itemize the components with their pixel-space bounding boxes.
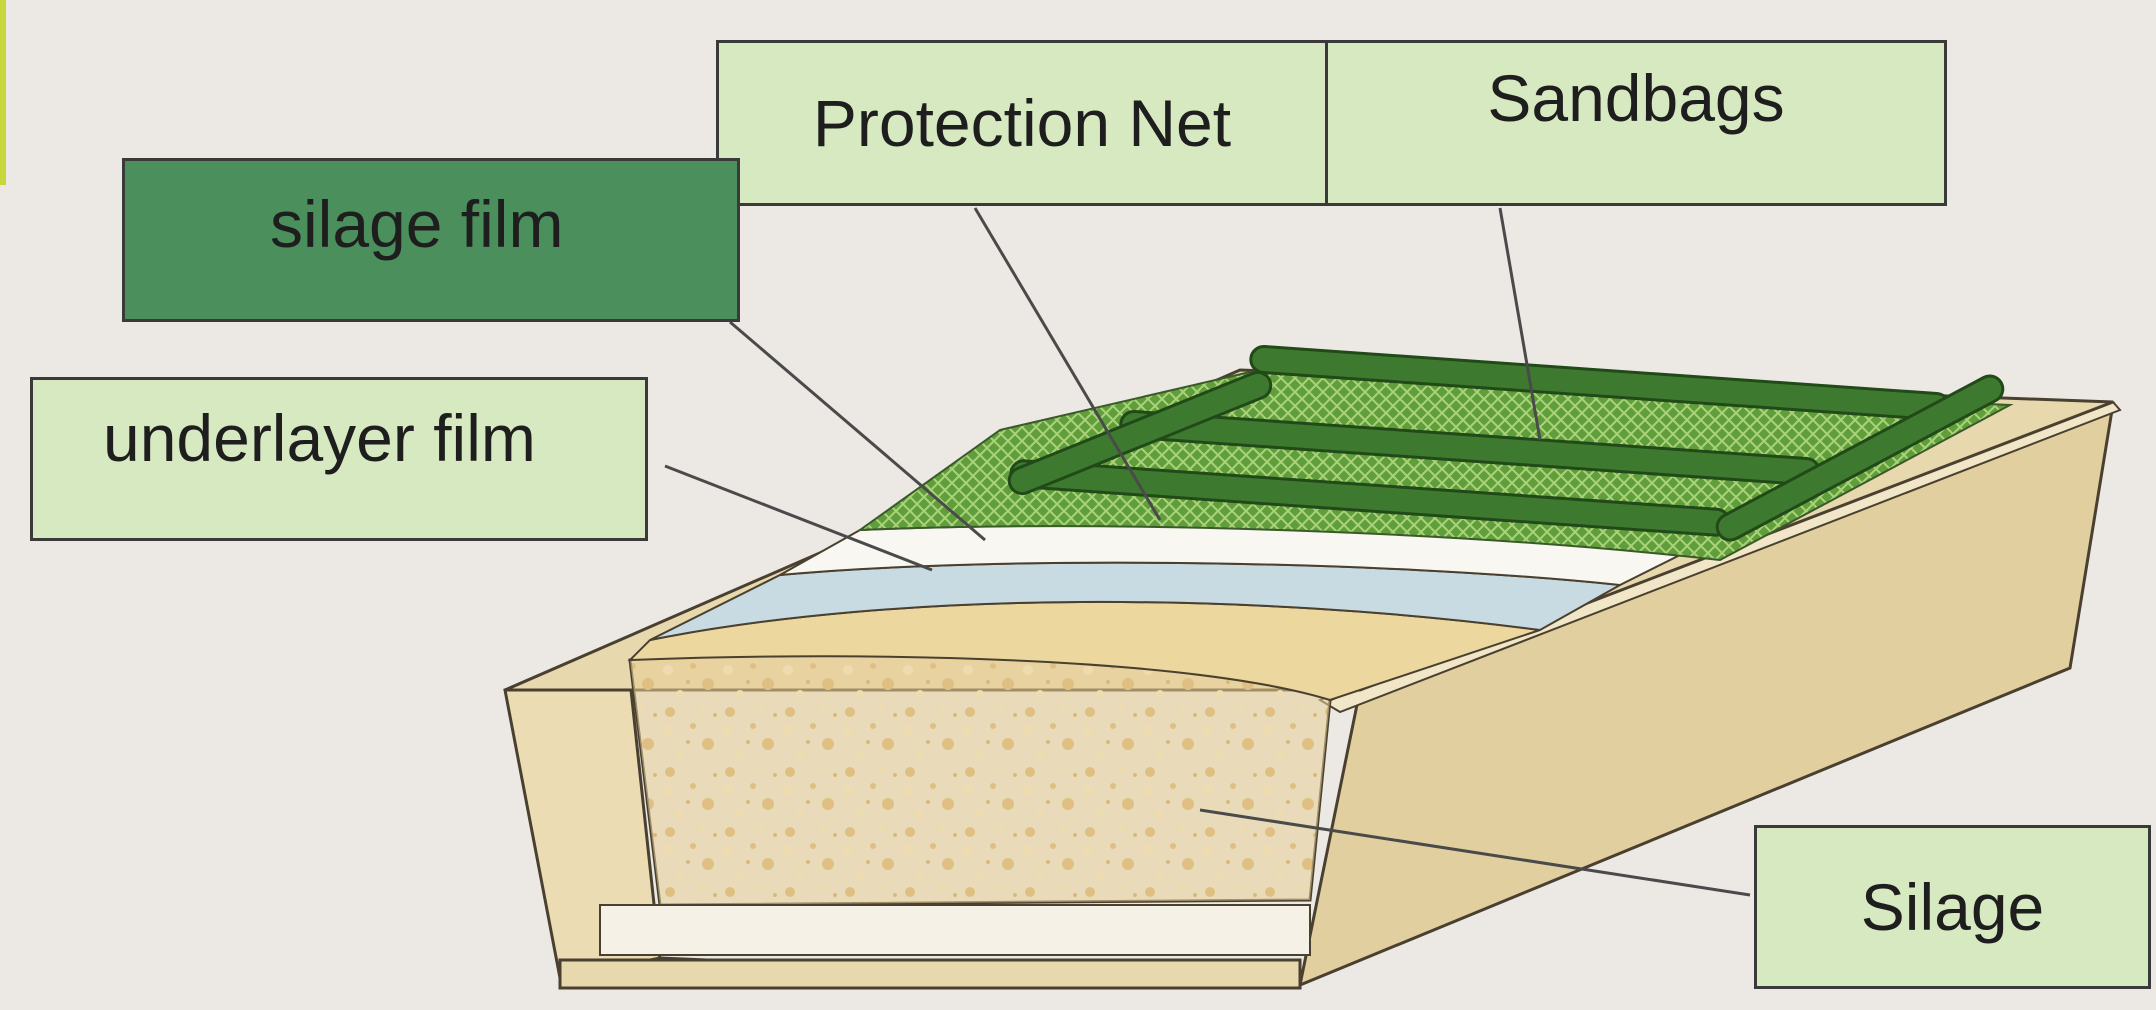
leader-silage-film xyxy=(729,320,986,542)
sandbags-text: Sandbags xyxy=(1487,61,1785,135)
protection-net-label: Protection Net xyxy=(716,40,1328,206)
sandbag-row xyxy=(1715,374,2005,542)
protection-net-text: Protection Net xyxy=(812,86,1232,160)
leader-protection-net xyxy=(973,207,1162,521)
silage-body xyxy=(630,630,1420,905)
sandbags-label: Sandbags xyxy=(1325,40,1947,206)
leader-underlayer-film xyxy=(664,464,933,572)
leader-silage xyxy=(1199,808,1751,897)
underlayer-film-label: underlayer film xyxy=(30,377,648,541)
silage-film-text: silage film xyxy=(270,187,564,261)
silage-floor-strip xyxy=(599,904,1311,956)
silage-text: Silage xyxy=(1860,870,2045,944)
silage-film-label: silage film xyxy=(122,158,740,322)
edge-strip xyxy=(0,0,6,185)
underlayer-film-text: underlayer film xyxy=(103,401,536,475)
sandbag-rows xyxy=(1007,344,2005,542)
sandbag-row xyxy=(1007,370,1273,496)
bunker-base xyxy=(558,958,1302,990)
leader-sandbags xyxy=(1498,207,1542,441)
silage-label: Silage xyxy=(1754,825,2151,989)
leader-lines xyxy=(664,207,1751,897)
